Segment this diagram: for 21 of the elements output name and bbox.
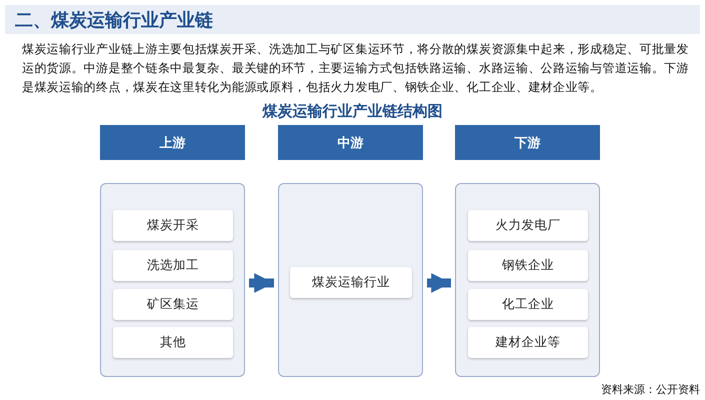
stage-header: 上游 bbox=[100, 125, 245, 160]
item-box: 钢铁企业 bbox=[468, 250, 588, 281]
paragraph: 煤炭运输行业产业链上游主要包括煤炭开采、洗选加工与矿区集运环节，将分散的煤炭资源集中起来，形成稳定、可批量发运的货源。中游是整个链条中最复杂、最关键的环节，主要运输方式包括铁路运输、水路运输、公路运输与管道运输。下游是煤炭运输的终点，煤炭在这里转化为能源或原料，包括火力发电厂、钢铁企业、化工企业、建材企业等。 bbox=[22, 41, 690, 96]
stage-header: 中游 bbox=[278, 125, 423, 160]
panel-box bbox=[278, 183, 423, 377]
stage-header: 下游 bbox=[455, 125, 600, 160]
panel-box bbox=[455, 183, 600, 377]
chart-title: 煤炭运输行业产业链结构图 bbox=[261, 102, 444, 121]
arrow bbox=[427, 273, 451, 293]
source-note: 资料来源：公开资料 bbox=[600, 382, 700, 397]
item-box: 其他 bbox=[113, 327, 233, 358]
item-box: 煤炭运输行业 bbox=[290, 267, 412, 298]
panel-box bbox=[100, 183, 245, 377]
arrow bbox=[249, 273, 274, 293]
item-box: 煤炭开采 bbox=[113, 210, 233, 241]
item-box: 火力发电厂 bbox=[468, 210, 588, 241]
item-box: 化工企业 bbox=[468, 289, 588, 320]
title: 二、煤炭运输行业产业链 bbox=[15, 9, 213, 32]
item-box: 洗选加工 bbox=[113, 250, 233, 281]
item-box: 建材企业等 bbox=[468, 327, 588, 358]
item-box: 矿区集运 bbox=[113, 289, 233, 320]
